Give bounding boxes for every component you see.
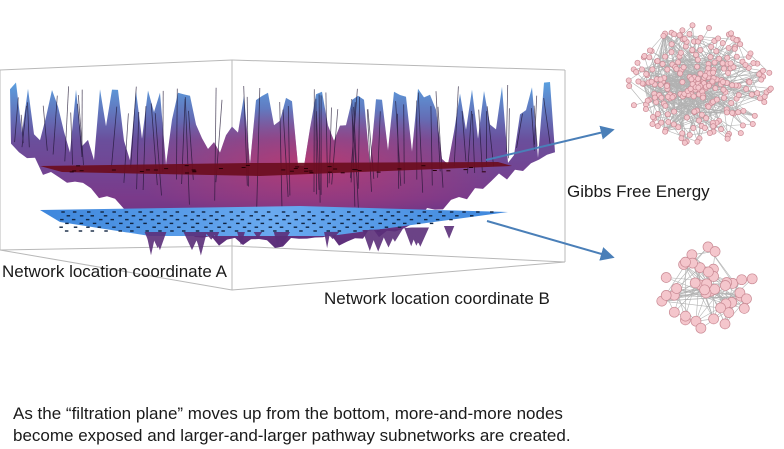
arrow-to-small-network — [486, 220, 615, 261]
axis-label-gibbs-energy: Gibbs Free Energy — [567, 182, 710, 201]
axis-label-coordinate-b: Network location coordinate B — [324, 289, 550, 308]
caption-line-1: As the “filtration plane” moves up from … — [13, 404, 563, 423]
axis-label-coordinate-a: Network location coordinate A — [2, 262, 227, 281]
large-pathway-network — [625, 22, 774, 146]
upper-filtration-plane — [40, 162, 512, 176]
surface-lower-tips — [144, 226, 455, 256]
caption-line-2: become exposed and larger-and-larger pat… — [13, 426, 571, 445]
figure-caption: As the “filtration plane” moves up from … — [13, 403, 773, 447]
lower-filtration-plane — [40, 206, 508, 236]
small-pathway-network — [656, 241, 758, 334]
plot-bounding-box — [0, 59, 566, 291]
arrow-to-large-network — [485, 125, 615, 161]
